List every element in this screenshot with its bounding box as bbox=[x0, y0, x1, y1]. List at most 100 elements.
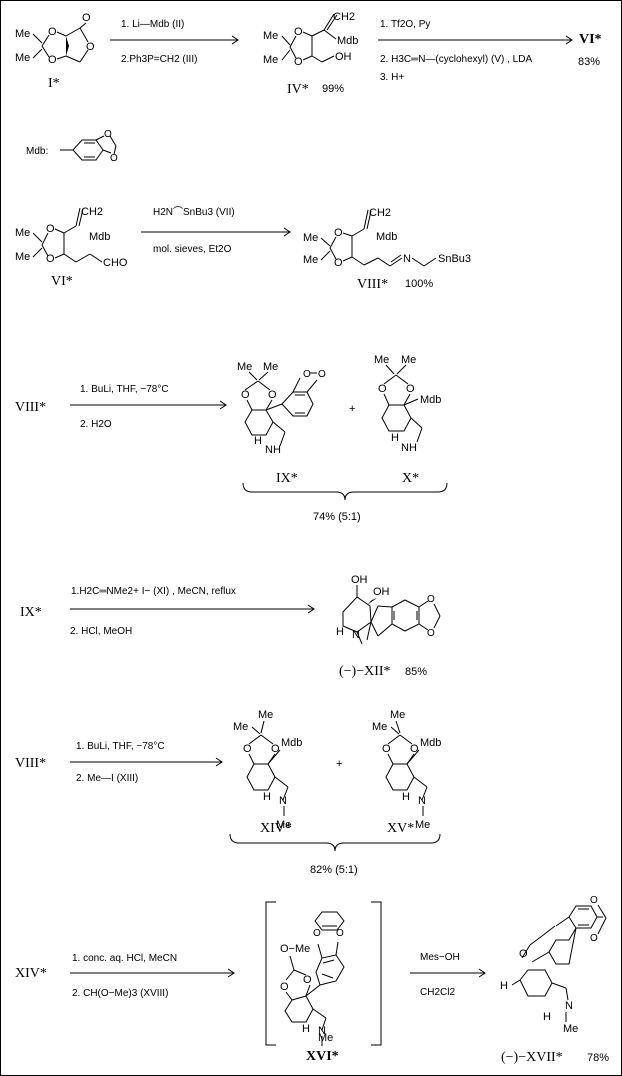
h-label: H bbox=[543, 1011, 551, 1023]
oh-label: OH bbox=[373, 586, 390, 598]
yield-VIII: 100% bbox=[405, 278, 433, 290]
me-label: Me bbox=[15, 28, 30, 40]
o-label: O bbox=[406, 383, 415, 395]
reagent-buli-2: 1. BuLi, THF, −78°C bbox=[76, 741, 165, 752]
n-label: N bbox=[318, 1025, 326, 1037]
compound-IX-label-b: IX* bbox=[20, 605, 42, 620]
reaction-arrow-3: H2N⌒SnBu3 (VII) mol. sieves, Et2O bbox=[141, 206, 291, 255]
reagent-ch2cl2: CH2Cl2 bbox=[420, 987, 455, 998]
plus-sign: + bbox=[336, 758, 342, 770]
me-label: Me bbox=[372, 721, 387, 733]
o-label: O bbox=[303, 974, 312, 986]
reagent-hcl-mecn: 1. conc. aq. HCl, MeCN bbox=[72, 953, 177, 964]
reagent-eschenmoser: 1.H2C═NMe2+ I− (XI) , MeCN, reflux bbox=[71, 586, 236, 597]
me-label: Me bbox=[415, 819, 430, 831]
o-label: O bbox=[590, 895, 598, 906]
compound-X-label: X* bbox=[402, 471, 419, 486]
reagent-tf2o: 1. Tf2O, Py bbox=[380, 19, 430, 30]
reaction-arrow-2: 1. Tf2O, Py 2. H3C═N—(cyclohexyl) (V) , … bbox=[378, 19, 602, 83]
compound-IX-structure: Me Me O O NH H O O IX* bbox=[237, 361, 326, 486]
reagent-li-mdb: 1. Li—Mdb (II) bbox=[121, 19, 184, 30]
compound-XV-label: XV* bbox=[387, 821, 414, 836]
compound-XII-label: (−)−XII* bbox=[339, 664, 391, 679]
yield-IV: 99% bbox=[322, 83, 344, 95]
me-label: Me bbox=[263, 54, 278, 66]
mdb-label: Mdb bbox=[337, 35, 358, 47]
o-label: O bbox=[86, 41, 95, 53]
h-label: H bbox=[402, 791, 410, 803]
reagent-buli: 1. BuLi, THF, −78°C bbox=[80, 384, 169, 395]
mdb-definition-label: Mdb: bbox=[26, 146, 48, 157]
mdb-label: Mdb bbox=[281, 737, 302, 749]
compound-IX-label: IX* bbox=[276, 471, 298, 486]
compound-VIII-label-b: VIII* bbox=[15, 400, 46, 415]
yield-XIV-XV: 82% (5:1) bbox=[310, 864, 358, 876]
compound-XVI-label: XVI* bbox=[306, 1049, 339, 1064]
o-label: O bbox=[46, 223, 55, 235]
product-brace bbox=[242, 482, 448, 501]
h-label: H bbox=[263, 791, 271, 803]
intermediate-bracket-right bbox=[371, 901, 382, 1046]
reaction-arrow-1: 1. Li—Mdb (II) 2.Ph3P=CH2 (III) bbox=[110, 19, 239, 65]
o-label: O bbox=[303, 369, 311, 380]
me-label: Me bbox=[15, 52, 30, 64]
ch2-label: CH2 bbox=[333, 11, 355, 23]
ch2-label: CH2 bbox=[369, 207, 391, 219]
mdb-label: Mdb bbox=[376, 231, 397, 243]
o-label: O bbox=[46, 253, 55, 265]
compound-VIII-structure: Me Me O O CH2 Mdb N SnBu3 VIII* 100% bbox=[303, 207, 471, 292]
o-label: O bbox=[427, 594, 435, 605]
o-label: O bbox=[104, 129, 112, 140]
o-label: O bbox=[241, 389, 250, 401]
h-label: H bbox=[302, 1023, 310, 1035]
oh-label: OH bbox=[351, 574, 368, 586]
me-label: Me bbox=[401, 354, 416, 366]
oh-label: OH bbox=[335, 51, 352, 63]
reaction-arrow-8: Mes−OH CH2Cl2 bbox=[410, 952, 486, 998]
reagent-water: 2. H2O bbox=[80, 419, 112, 430]
mdb-label: Mdb bbox=[89, 231, 110, 243]
o-label: O bbox=[382, 743, 391, 755]
o-label: O bbox=[334, 257, 343, 269]
o-label: O bbox=[268, 389, 277, 401]
o-label: O bbox=[294, 26, 303, 38]
h-label: H bbox=[500, 980, 508, 992]
mdb-label: Mdb bbox=[420, 394, 441, 406]
o-label: O bbox=[48, 54, 57, 66]
o-label: O bbox=[334, 227, 343, 239]
mdb-label: Mdb bbox=[420, 737, 441, 749]
reagent-mei: 2. Me—I (XIII) bbox=[76, 773, 138, 784]
compound-XVI-structure: O−Me O O N H Me O O XVI* bbox=[280, 911, 345, 1064]
compound-VI-label-b: VI* bbox=[51, 274, 73, 289]
h-label: H bbox=[254, 435, 262, 447]
compound-X-structure: Me Me O O Mdb NH H X* bbox=[374, 354, 441, 486]
n-label: N bbox=[565, 1000, 573, 1012]
n-label: N bbox=[352, 629, 360, 641]
o-label: O bbox=[410, 743, 419, 755]
reagent-mesoh: Mes−OH bbox=[420, 952, 460, 963]
o-label: O bbox=[294, 56, 303, 68]
reagent-h-plus: 3. H+ bbox=[380, 72, 404, 83]
h-label: H bbox=[391, 432, 399, 444]
me-label: Me bbox=[15, 251, 30, 263]
o-label: O bbox=[110, 153, 118, 164]
n-label: N bbox=[403, 253, 411, 265]
o-label: O bbox=[48, 26, 57, 38]
compound-VIII-label-c: VIII* bbox=[15, 756, 46, 771]
o-label: O bbox=[336, 928, 344, 939]
yield-XII: 85% bbox=[405, 666, 427, 678]
me-label: Me bbox=[276, 819, 291, 831]
compound-XIV-label-b: XIV* bbox=[15, 966, 47, 981]
reagent-aminostannane: H2N⌒SnBu3 (VII) bbox=[153, 206, 235, 218]
me-label: Me bbox=[263, 361, 278, 373]
reaction-arrow-4: 1. BuLi, THF, −78°C 2. H2O bbox=[70, 384, 227, 430]
me-label: Me bbox=[390, 709, 405, 721]
compound-VI-structure: Me Me O O CH2 Mdb CHO VI* bbox=[15, 206, 128, 289]
compound-VI-label: VI* bbox=[579, 32, 602, 47]
reagent-imine: 2. H3C═N—(cyclohexyl) (V) , LDA bbox=[380, 54, 532, 65]
o-label: O bbox=[590, 933, 598, 944]
reagent-sieves: mol. sieves, Et2O bbox=[153, 244, 232, 255]
compound-XIV-label: XIV* bbox=[260, 821, 292, 836]
o-label: O bbox=[313, 928, 321, 939]
